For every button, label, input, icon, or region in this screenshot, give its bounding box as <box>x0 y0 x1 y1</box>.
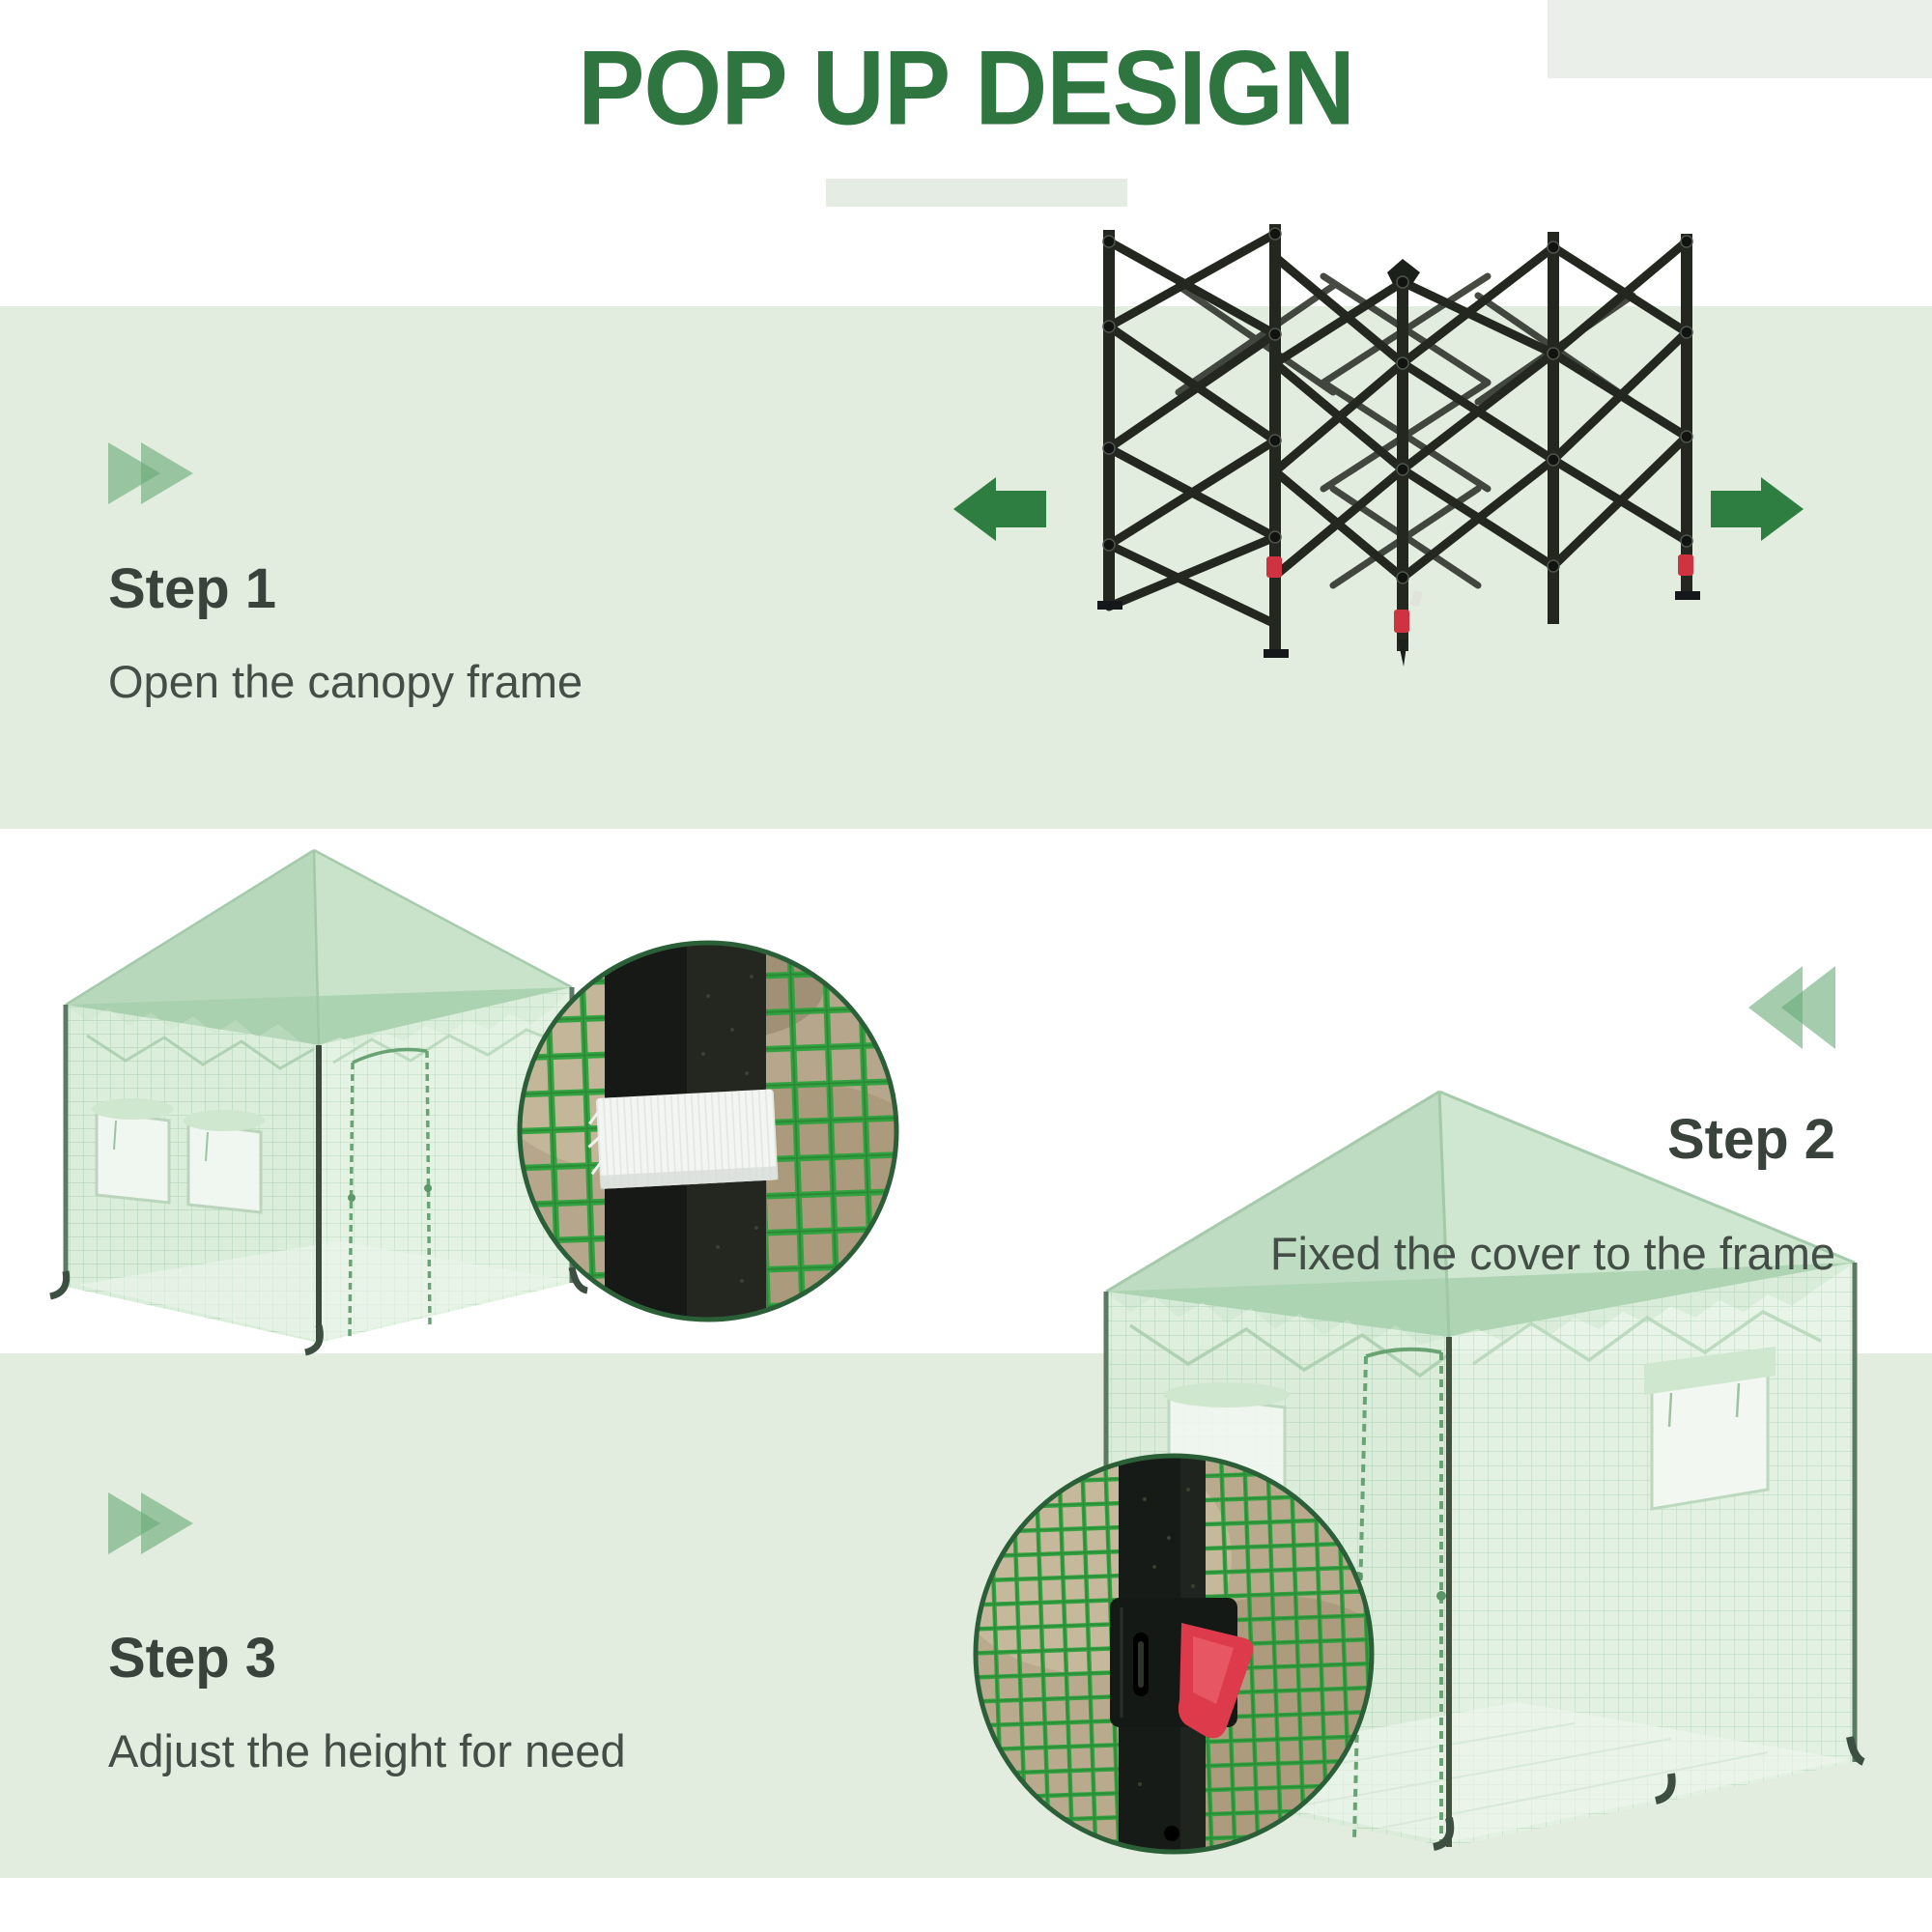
double-triangle-left-icon <box>1748 966 1835 1049</box>
step2-label: Step 2 <box>1666 1108 1835 1171</box>
folded-canopy-frame-photo <box>1092 218 1710 668</box>
side-window-right <box>1644 1347 1776 1511</box>
step3-description: Adjust the height for need <box>108 1725 626 1776</box>
step2-description: Fixed the cover to the frame <box>1269 1228 1835 1279</box>
step2-block: Step 2 Fixed the cover to the frame <box>1270 966 1835 1283</box>
step1-description: Open the canopy frame <box>108 656 583 707</box>
red-height-adjuster-closeup <box>971 1451 1377 1857</box>
title-underline-bar <box>826 179 1127 207</box>
corner-accent-box <box>1548 0 1932 78</box>
page-title: POP UP DESIGN <box>578 30 1355 148</box>
arrow-left-icon <box>953 477 1046 546</box>
height-adjuster-clamp <box>1110 1598 1254 1739</box>
step1-label: Step 1 <box>108 557 277 620</box>
velcro-strap-closeup <box>515 938 901 1324</box>
side-windows <box>92 1098 265 1214</box>
velcro-strap <box>587 1089 779 1189</box>
double-triangle-right-icon <box>108 1492 193 1554</box>
step3-label: Step 3 <box>108 1627 277 1690</box>
step3-block: Step 3 Adjust the height for need <box>108 1492 626 1780</box>
red-release-clips <box>1266 554 1693 633</box>
door <box>348 1047 432 1338</box>
double-triangle-right-icon <box>108 442 193 504</box>
greenhouse-cover-photo <box>29 831 609 1357</box>
step1-block: Step 1 Open the canopy frame <box>108 442 582 711</box>
arrow-right-icon <box>1711 477 1804 546</box>
